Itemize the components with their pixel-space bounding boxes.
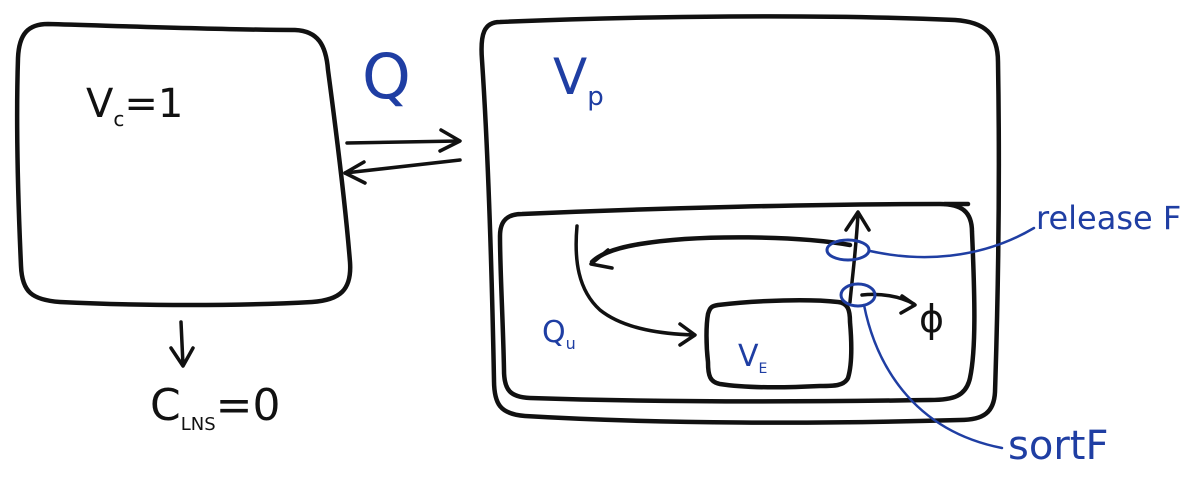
q-arrow-right-head <box>438 128 462 153</box>
vp-label-sub: p <box>587 82 604 112</box>
sort-label-text: sortF <box>1008 423 1109 469</box>
down-arrow-head <box>169 346 195 368</box>
qu-region <box>497 201 977 404</box>
up-arrow <box>848 212 860 304</box>
qu-label-sub: u <box>565 334 576 353</box>
q-label: Q <box>362 46 411 108</box>
vp-label: Vp <box>553 52 604 110</box>
release-label: release F <box>1036 202 1181 234</box>
qu-label-base: Q <box>542 315 566 350</box>
vc-label-value: =1 <box>124 81 184 127</box>
qu-to-ve-arrow-head <box>678 322 697 347</box>
vc-label-sub: c <box>113 107 125 131</box>
down-arrow <box>179 320 185 367</box>
release-arc <box>589 235 853 265</box>
sort-label: sortF <box>1008 426 1108 466</box>
qu-to-ve-arrow <box>574 224 696 337</box>
qu-label: Qu <box>542 318 576 352</box>
vc-box <box>14 21 353 308</box>
q-arrow-left <box>343 158 462 175</box>
up-arrow-head <box>844 210 871 232</box>
q-label-text: Q <box>362 40 411 113</box>
release-label-text: release F <box>1036 199 1182 237</box>
vp-box <box>479 14 1002 425</box>
clns-label-base: C <box>150 380 181 431</box>
ve-label: VE <box>738 339 768 377</box>
phi-label: ϕ <box>919 300 944 338</box>
clns-label: CLNS=0 <box>150 384 281 434</box>
vp-label-base: V <box>553 48 588 106</box>
q-arrow-left-head <box>343 160 367 185</box>
ve-label-base: V <box>738 339 759 374</box>
q-arrow-right <box>345 139 461 145</box>
release-arc-head <box>589 248 614 270</box>
ve-label-sub: E <box>758 361 768 377</box>
vc-label: Vc=1 <box>86 84 183 129</box>
sort-leader <box>862 303 1004 450</box>
ve-box <box>704 298 854 390</box>
sort-ring <box>839 282 877 308</box>
clns-label-sub: LNS <box>180 413 216 435</box>
phi-label-text: ϕ <box>919 297 945 341</box>
clns-label-value: =0 <box>215 380 281 431</box>
release-leader <box>868 226 1036 259</box>
release-ring <box>825 238 871 262</box>
to-phi-arrow-head <box>899 294 917 315</box>
vc-label-base: V <box>86 81 114 127</box>
